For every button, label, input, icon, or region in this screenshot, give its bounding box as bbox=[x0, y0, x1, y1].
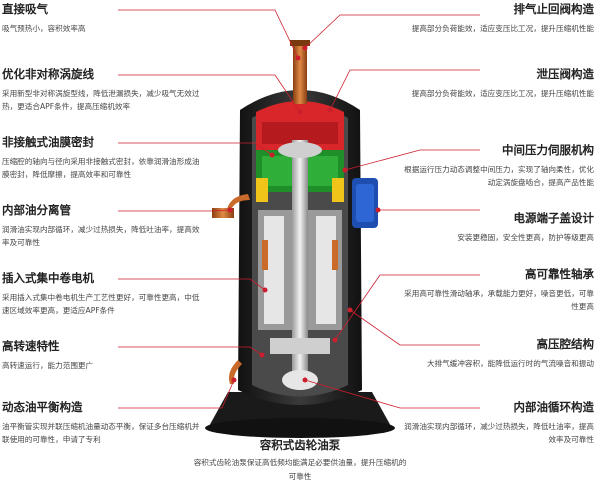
feature-desc: 高转速运行，能力范围更广 bbox=[2, 361, 94, 370]
feature-high-pressure: 高压腔结构 大排气缓冲容积，能降低运行时的气流噪音和振动 bbox=[404, 337, 594, 370]
discharge-tube bbox=[293, 40, 307, 104]
feature-desc: 采用高可靠性滑动轴承，承载能力更好，噪音更低，可靠性更高 bbox=[404, 289, 594, 311]
feature-title: 高转速特性 bbox=[2, 339, 60, 353]
feature-motor: 插入式集中卷电机 采用插入式集中卷电机生产工艺性更好，可靠性更高，中低速区域效率… bbox=[2, 271, 202, 317]
feature-bearing: 高可靠性轴承 采用高可靠性滑动轴承，承载能力更好，噪音更低，可靠性更高 bbox=[404, 267, 594, 313]
feature-title: 插入式集中卷电机 bbox=[2, 271, 94, 285]
feature-title: 泄压阀构造 bbox=[536, 67, 595, 81]
feature-direct-suction: 直接吸气 吸气预热小，容积效率高 bbox=[2, 2, 202, 35]
feature-desc: 压缩腔的轴向与径向采用非接触式密封，依靠润滑油形成油膜密封，降低摩擦，提高效率和… bbox=[2, 157, 200, 179]
feature-title: 优化非对称涡旋线 bbox=[2, 67, 94, 81]
feature-high-speed: 高转速特性 高转速运行，能力范围更广 bbox=[2, 339, 202, 372]
feature-title: 中间压力伺服机构 bbox=[502, 143, 594, 157]
feature-desc: 根据运行压力动态调整中间压力，实现了轴向柔性，优化动定涡旋盘啮合，提高产品性能 bbox=[404, 165, 594, 187]
feature-oil-separator: 内部油分离管 润滑油实现内部循环，减少过热损失，降低吐油率，提高效率及可靠性 bbox=[2, 203, 202, 249]
feature-check-valve: 排气止回阀构造 提高部分负荷能效，适应变压比工况，提升压缩机性能 bbox=[404, 2, 594, 35]
feature-title: 高压腔结构 bbox=[536, 337, 595, 351]
feature-title: 内部油分离管 bbox=[2, 203, 71, 217]
feature-title: 排气止回阀构造 bbox=[513, 2, 595, 16]
center-title: 容积式齿轮油泵 bbox=[259, 438, 341, 452]
feature-oil-circulation: 内部油循环构造 润滑油实现内部循环，减少过热损失，降低吐油率，提高效率及可靠性 bbox=[404, 400, 594, 446]
center-desc: 容积式齿轮油泵保证高低频均能满足必要供油量，提升压缩机的可靠性 bbox=[193, 458, 407, 481]
crankshaft bbox=[292, 140, 308, 380]
feature-relief-valve: 泄压阀构造 提高部分负荷能效，适应变压比工况，提升压缩机性能 bbox=[404, 67, 594, 100]
feature-desc: 吸气预热小，容积效率高 bbox=[2, 24, 86, 33]
feature-desc: 采用插入式集中卷电机生产工艺性更好，可靠性更高，中低速区域效率更高，更适应APF… bbox=[2, 293, 200, 315]
feature-terminal-cover: 电源端子盖设计 安装更稳固，安全性更高，防护等级更高 bbox=[404, 211, 594, 244]
feature-title: 高可靠性轴承 bbox=[525, 267, 594, 281]
feature-servo: 中间压力伺服机构 根据运行压力动态调整中间压力，实现了轴向柔性，优化动定涡旋盘啮… bbox=[404, 143, 594, 189]
feature-desc: 采用新型非对称涡旋型线，降低泄漏损失，减少吸气无效过热，更适合APF条件，提高压… bbox=[2, 89, 200, 111]
feature-desc: 提高部分负荷能效，适应变压比工况，提升压缩机性能 bbox=[411, 89, 594, 98]
suction-tube bbox=[226, 194, 250, 214]
feature-desc: 大排气缓冲容积，能降低运行时的气流噪音和振动 bbox=[426, 359, 594, 368]
feature-desc: 安装更稳固，安全性更高，防护等级更高 bbox=[457, 233, 594, 242]
feature-title: 直接吸气 bbox=[2, 2, 48, 16]
feature-desc: 提高部分负荷能效，适应变压比工况，提升压缩机性能 bbox=[411, 24, 594, 33]
feature-title: 动态油平衡构造 bbox=[2, 400, 83, 414]
feature-asymmetric-scroll: 优化非对称涡旋线 采用新型非对称涡旋型线，降低泄漏损失，减少吸气无效过热，更适合… bbox=[2, 67, 202, 113]
feature-desc: 润滑油实现内部循环，减少过热损失，降低吐油率，提高效率及可靠性 bbox=[2, 225, 200, 247]
feature-title: 内部油循环构造 bbox=[513, 400, 595, 414]
feature-oil-film-seal: 非接触式油膜密封 压缩腔的轴向与径向采用非接触式密封，依靠润滑油形成油膜密封，降… bbox=[2, 135, 202, 181]
feature-title: 非接触式油膜密封 bbox=[2, 135, 94, 149]
feature-desc: 润滑油实现内部循环，减少过热损失，降低吐油率，提高效率及可靠性 bbox=[404, 422, 594, 444]
feature-title: 电源端子盖设计 bbox=[513, 211, 595, 225]
feature-oil-balance: 动态油平衡构造 油平衡管实现并联压缩机油量动态平衡，保证多台压缩机并联使用的可靠… bbox=[2, 400, 202, 446]
feature-desc: 油平衡管实现并联压缩机油量动态平衡，保证多台压缩机并联使用的可靠性，申请了专利 bbox=[2, 422, 200, 444]
